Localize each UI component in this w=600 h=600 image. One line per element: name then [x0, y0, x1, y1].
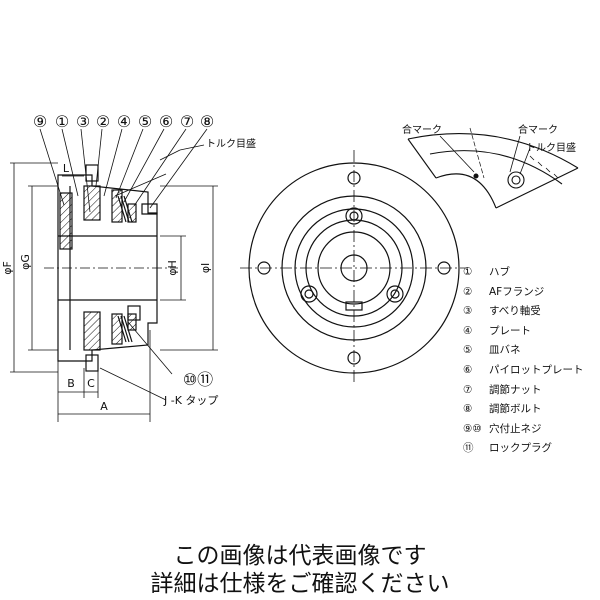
front-view [240, 150, 468, 385]
dim-L: L [63, 162, 70, 175]
detail-bolt-inner [511, 175, 521, 185]
caption-representative-image: この画像は代表画像です [173, 543, 427, 569]
parts-list-item: ⑪ ロックプラグ [463, 439, 584, 459]
torque-scale-label-side: トルク目盛 [206, 137, 256, 150]
part-number: ⑤ [463, 344, 473, 357]
parts-list-item: ⑤ 皿バネ [463, 341, 584, 361]
part-name: プレート [489, 324, 531, 337]
callout-7: ⑦ [180, 112, 194, 131]
part-name: AFフランジ [489, 285, 545, 298]
disc-spring-lower [117, 315, 133, 343]
part-name: すべり軸受 [489, 305, 541, 318]
match-mark-left-leader [439, 135, 475, 173]
callout-10-11: ⑩⑪ [183, 370, 213, 389]
parts-list-item: ③ すべり軸受 [463, 302, 584, 322]
torque-scale-label-detail: トルク目盛 [526, 141, 576, 154]
detail-match-dot [473, 173, 479, 179]
part-name: 皿バネ [489, 344, 521, 357]
dim-phiH: φH [166, 260, 179, 276]
callout-3: ③ [76, 112, 90, 131]
match-mark-right-leader [509, 135, 521, 173]
detail-mid-arc [429, 150, 563, 185]
parts-list-item: ⑧ 調節ボルト [463, 400, 584, 420]
parts-list-item: ① ハブ [463, 263, 584, 283]
callout-8: ⑧ [200, 112, 214, 131]
flange-hole-top [347, 171, 361, 185]
parts-list-item: ② AFフランジ [463, 283, 584, 303]
set-screw-bottom [85, 354, 99, 372]
lower-bolt [127, 305, 141, 321]
part-number: ⑨⑩ [463, 422, 482, 435]
part-number: ④ [463, 324, 473, 337]
part-number: ⑧ [463, 403, 473, 416]
adjust-bolt [141, 203, 158, 215]
hatch-upper-a [59, 192, 73, 250]
match-mark-left: 合マーク [402, 123, 442, 136]
adjust-hole-right [386, 285, 404, 303]
detail-view [407, 127, 579, 209]
detail-inner-arc [435, 173, 497, 209]
parts-list-item: ⑥ パイロットプレート [463, 361, 584, 381]
callout-6: ⑥ [159, 112, 173, 131]
dim-phiF: φF [1, 261, 14, 275]
part-number: ⑦ [463, 383, 473, 396]
flange-hole-bottom [347, 351, 361, 365]
dimension-lines [10, 162, 218, 422]
callout-5: ⑤ [138, 112, 152, 131]
shaft-circle [340, 254, 368, 282]
hatch-upper-b [83, 185, 101, 221]
part-number: ③ [463, 305, 473, 318]
torque-scale-leader-side [179, 144, 205, 151]
parts-list: ① ハブ ② AFフランジ ③ すべり軸受 ④ プレート ⑤ 皿バネ ⑥ パイロットプレート… [463, 263, 584, 459]
hatch-lower-c [127, 313, 137, 331]
flange-hole-right [437, 261, 451, 275]
callout-leaders [39, 128, 208, 401]
flange-hole-left [257, 261, 271, 275]
part-number: ⑥ [463, 363, 473, 376]
hatch-upper-c [111, 189, 123, 223]
dim-phiG: φG [19, 254, 32, 270]
detail-center-line [469, 127, 485, 179]
hatch-lower-b [111, 313, 123, 345]
detail-outer-arc [407, 133, 579, 169]
detail-ticks [529, 155, 559, 179]
parts-list-item: ⑦ 調節ナット [463, 381, 584, 401]
detail-bolt-outer [507, 171, 525, 189]
plate-circle [294, 208, 414, 328]
parts-list-item: ④ プレート [463, 322, 584, 342]
part-number: ② [463, 285, 473, 298]
keyway [345, 301, 363, 311]
part-name: 調節ナット [489, 383, 542, 396]
adjust-hole-top [345, 207, 363, 225]
part-name: ロックプラグ [489, 442, 552, 455]
dim-tap: J -K タップ [163, 394, 218, 407]
dim-B: B [67, 377, 75, 390]
part-name: パイロットプレート [489, 363, 584, 376]
dim-A: A [100, 400, 108, 413]
callout-2: ② [96, 112, 110, 131]
match-mark-right: 合マーク [518, 123, 558, 136]
torque-scale-detail-leader [519, 147, 531, 175]
callout-1: ① [55, 112, 69, 131]
part-name: 調節ボルト [489, 403, 542, 416]
flange-ring-circle [281, 195, 427, 341]
callout-4: ④ [117, 112, 131, 131]
part-name: 穴付止ネジ [489, 422, 542, 435]
section-view [44, 164, 178, 372]
part-number: ⑪ [463, 442, 474, 455]
dim-phiI: φI [199, 263, 212, 274]
hatch-lower-a [83, 311, 101, 351]
dim-C: C [87, 377, 95, 390]
callout-9: ⑨ [33, 112, 47, 131]
caption-check-specifications: 詳細は仕様をご確認ください [150, 571, 450, 597]
outer-flange-circle [248, 162, 460, 374]
part-name: ハブ [489, 266, 510, 278]
parts-list-item: ⑨⑩ 穴付止ネジ [463, 420, 584, 440]
bore-circle [317, 231, 391, 305]
adjust-hole-left [300, 285, 318, 303]
part-number: ① [463, 266, 473, 278]
